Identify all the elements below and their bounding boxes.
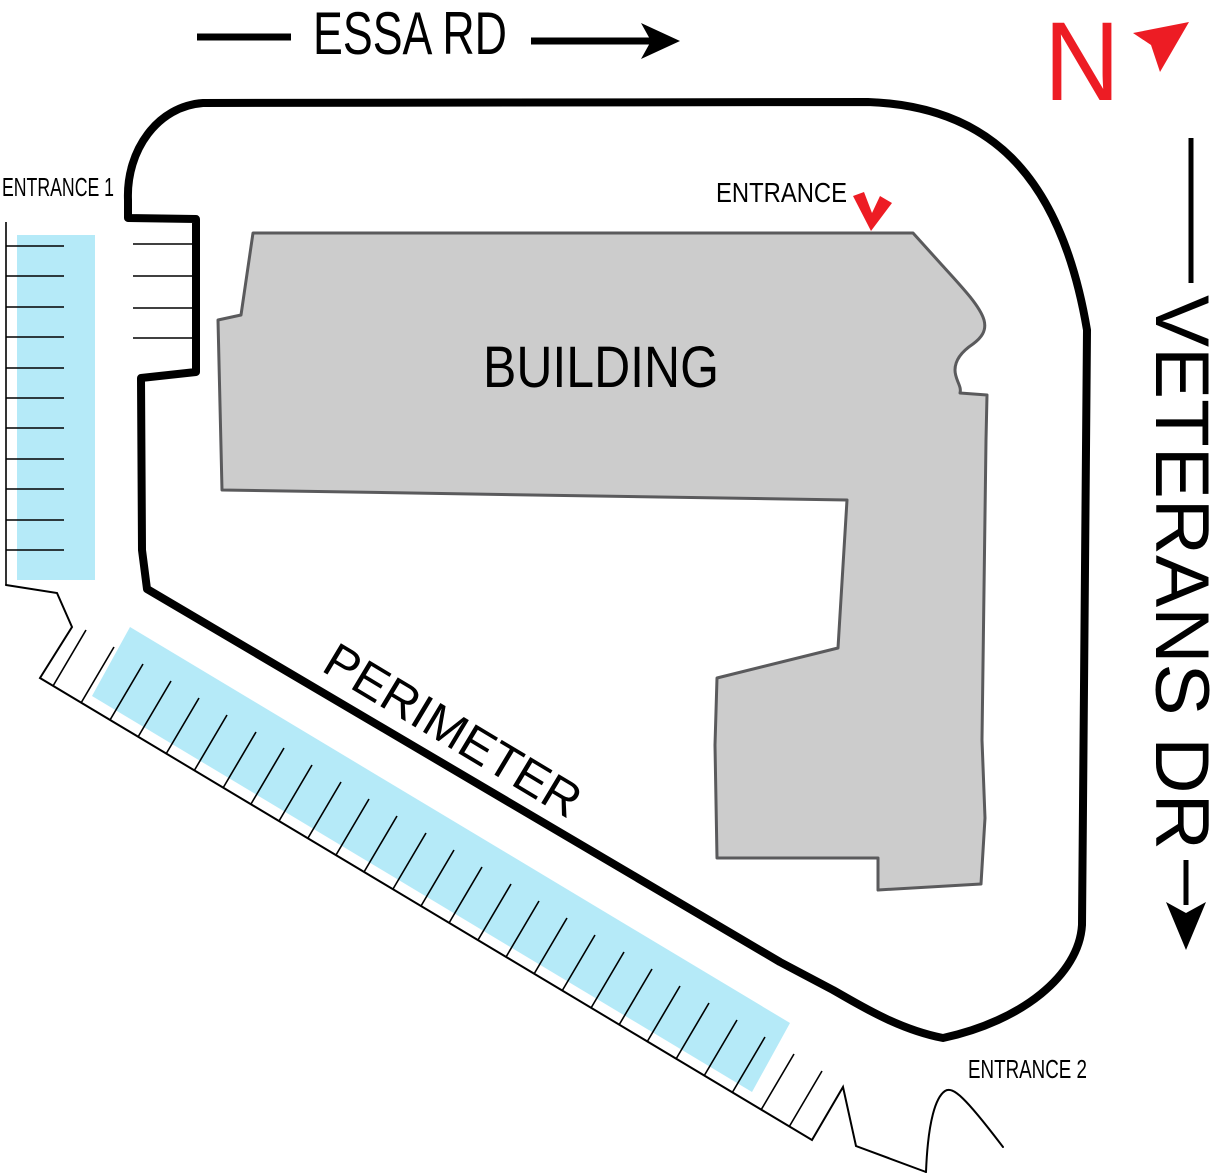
parking-space-line — [788, 1070, 823, 1128]
parking-space-line — [80, 646, 115, 704]
parking-space-line — [731, 1036, 766, 1094]
parking-space-line — [109, 663, 144, 721]
parking-space-line — [52, 629, 87, 687]
parking-space-line — [505, 900, 540, 958]
parking-space-line — [335, 798, 370, 856]
parking-space-line — [561, 934, 596, 992]
parking-space-line — [448, 866, 483, 924]
entrance2-curve — [925, 1089, 1004, 1173]
entrance2-road-marking — [925, 1089, 1004, 1173]
diagonal-lot-outline — [5, 584, 927, 1173]
parking-space-line — [137, 680, 172, 738]
veterans-dr-street: VETERANS DR — [1139, 138, 1220, 950]
building-outline — [216, 231, 989, 892]
parking-space-line — [590, 951, 625, 1009]
parking-space-line — [363, 815, 398, 873]
parking-space-line — [392, 832, 427, 890]
north-label: N — [1044, 0, 1120, 124]
parking-space-line — [222, 731, 257, 789]
parking-space-line — [165, 697, 200, 755]
parking-space-line — [675, 1002, 710, 1060]
building-label: BUILDING — [483, 335, 719, 400]
entrance2-label: ENTRANCE 2 — [968, 1054, 1087, 1084]
parking-space-line — [420, 849, 455, 907]
entrance-label: ENTRANCE — [716, 177, 847, 208]
south-arrow-icon — [1166, 902, 1206, 950]
entrance-marker-icon — [853, 192, 892, 231]
north-indicator: N — [1044, 0, 1189, 124]
parking-space-line — [618, 968, 653, 1026]
entrance1-parking-lot — [5, 222, 195, 585]
entrance1-label: ENTRANCE 1 — [2, 172, 114, 202]
east-arrow-icon — [641, 23, 680, 59]
essa-rd-label: ESSA RD — [313, 0, 507, 67]
parking-space-line — [477, 883, 512, 941]
entrance1-parking-area — [17, 235, 95, 580]
parking-space-line — [250, 747, 285, 805]
parking-space-line — [307, 781, 342, 839]
parking-space-line — [703, 1019, 738, 1077]
parking-space-line — [760, 1053, 795, 1111]
parking-space-line — [646, 985, 681, 1043]
perimeter-road-line — [123, 98, 1091, 1042]
north-pointer-icon — [1133, 22, 1189, 72]
parking-space-line — [278, 764, 313, 822]
perimeter-road — [123, 98, 1091, 1042]
diagonal-parking-lot — [5, 584, 927, 1173]
veterans-dr-label: VETERANS DR — [1139, 295, 1220, 850]
diagonal-parking-area — [92, 627, 790, 1092]
parking-space-line — [193, 714, 228, 772]
parking-space-line — [533, 917, 568, 975]
building-footprint: BUILDING — [216, 231, 989, 892]
essa-rd-street: ESSA RD — [197, 0, 680, 67]
